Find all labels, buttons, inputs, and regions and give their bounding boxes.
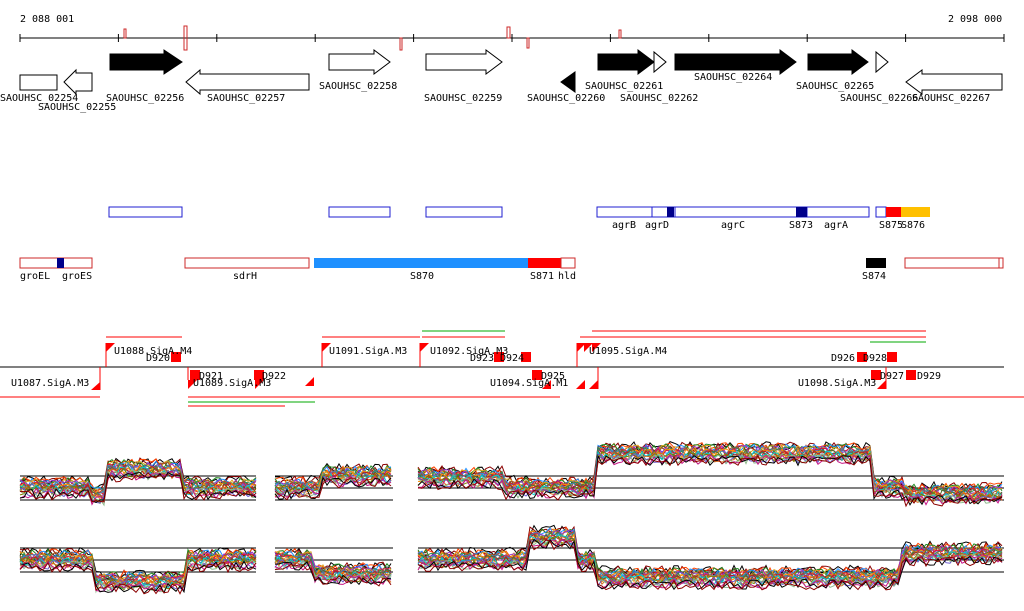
gene-label: SAOUHSC_02256 bbox=[106, 93, 184, 104]
operon-track: agrB agrD agrC S873 agrA S875 S876 bbox=[108, 206, 930, 231]
gene-label: SAOUHSC_02264 bbox=[694, 72, 772, 83]
feature-label: groEL bbox=[20, 271, 50, 282]
feature-label: S874 bbox=[862, 271, 886, 282]
tss-track: U1088.SigA.M4 D920 U1087.SigA.M3 D921 U1… bbox=[0, 330, 1024, 407]
tss-label: D924 bbox=[500, 353, 524, 364]
gene-label: SAOUHSC_02257 bbox=[207, 93, 285, 104]
ruler-end-label: 2 098 000 bbox=[948, 14, 1002, 25]
gene-label: SAOUHSC_02266 bbox=[840, 93, 918, 104]
gene-arrow[interactable] bbox=[905, 69, 1003, 95]
feature-track: groEL groES sdrH S870 S871 hld S874 bbox=[19, 257, 1004, 282]
gene-label: SAOUHSC_02258 bbox=[319, 81, 397, 92]
operon-label: S875 bbox=[879, 220, 903, 231]
gene-label: SAOUHSC_02259 bbox=[424, 93, 502, 104]
tss-label: D921 bbox=[199, 371, 223, 382]
expression-panel-forward bbox=[19, 440, 1004, 508]
gene-label: SAOUHSC_02267 bbox=[912, 93, 990, 104]
tss-label: D926 bbox=[831, 353, 855, 364]
expression-panel-reverse bbox=[19, 524, 1004, 595]
tss-label: D920 bbox=[146, 353, 170, 364]
gene-arrow[interactable] bbox=[109, 49, 183, 75]
feature-label: groES bbox=[62, 271, 92, 282]
gene-arrow[interactable] bbox=[185, 68, 310, 96]
gene-arrow[interactable] bbox=[63, 68, 93, 96]
tss-label: U1091.SigA.M3 bbox=[329, 346, 407, 357]
gene-label: SAOUHSC_02254 bbox=[0, 93, 78, 104]
feature-label: S871 bbox=[530, 271, 554, 282]
tss-label: U1087.SigA.M3 bbox=[11, 378, 89, 389]
gene-label: SAOUHSC_02260 bbox=[527, 93, 605, 104]
operon-label: S876 bbox=[901, 220, 925, 231]
tss-label: D925 bbox=[541, 371, 565, 382]
gene-track bbox=[19, 49, 1003, 96]
gene-label: SAOUHSC_02262 bbox=[620, 93, 698, 104]
gene-arrow[interactable] bbox=[597, 49, 655, 75]
gene-label: SAOUHSC_02261 bbox=[585, 81, 663, 92]
tss-label: D927 bbox=[880, 371, 904, 382]
gene-arrow[interactable] bbox=[328, 49, 391, 75]
tss-label: D923 bbox=[470, 353, 494, 364]
tss-label: D929 bbox=[917, 371, 941, 382]
tss-label: U1089.SigA.M3 bbox=[193, 378, 271, 389]
feature-label: hld bbox=[558, 271, 576, 282]
gene-arrow[interactable] bbox=[560, 71, 576, 93]
gene-arrow[interactable] bbox=[425, 49, 503, 75]
gene-arrow[interactable] bbox=[875, 50, 889, 74]
tss-label: D922 bbox=[262, 371, 286, 382]
feature-label: sdrH bbox=[233, 271, 257, 282]
tss-label: U1098.SigA.M3 bbox=[798, 378, 876, 389]
operon-label: S873 bbox=[789, 220, 813, 231]
gene-arrow[interactable] bbox=[674, 49, 797, 75]
gene-arrow[interactable] bbox=[807, 49, 869, 75]
feature-label: S870 bbox=[410, 271, 434, 282]
operon-label: agrA bbox=[824, 220, 848, 231]
ruler-start-label: 2 088 001 bbox=[20, 14, 74, 25]
operon-label: agrC bbox=[721, 220, 745, 231]
gene-label: SAOUHSC_02265 bbox=[796, 81, 874, 92]
coordinate-ruler: 2 088 001 2 098 000 bbox=[19, 14, 1005, 51]
tss-label: U1095.SigA.M4 bbox=[589, 346, 667, 357]
operon-label: agrB bbox=[612, 220, 636, 231]
tss-label: U1088.SigA.M4 bbox=[114, 346, 192, 357]
tss-label: U1094.SigA.M1 bbox=[490, 378, 568, 389]
operon-label: agrD bbox=[645, 220, 669, 231]
gene-arrow[interactable] bbox=[653, 50, 667, 74]
gene-labels: SAOUHSC_02254 SAOUHSC_02255 SAOUHSC_0225… bbox=[0, 72, 990, 113]
gene-label: SAOUHSC_02255 bbox=[38, 102, 116, 113]
tss-label: D928 bbox=[863, 353, 887, 364]
tss-label: U1092.SigA.M3 bbox=[430, 346, 508, 357]
gene-arrow[interactable] bbox=[19, 74, 58, 91]
